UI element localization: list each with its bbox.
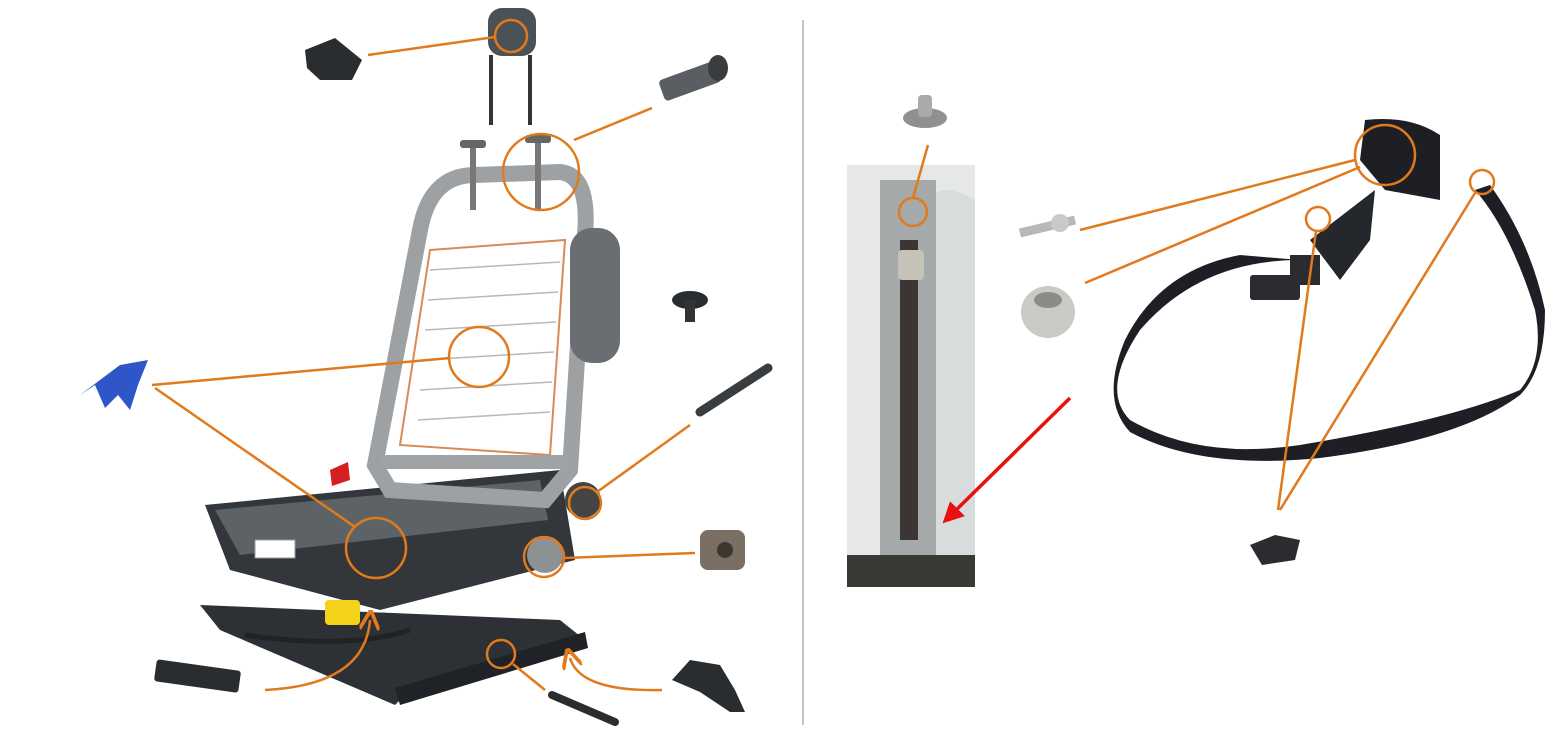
callouts-seat: [151, 18, 696, 692]
part-bracket: [672, 660, 745, 712]
part-headrest-guide: [659, 55, 728, 101]
part-sprocket: [1021, 286, 1075, 338]
seat-frame: [200, 135, 620, 705]
seatbelt-assembly: [1113, 119, 1545, 461]
part-pretensioner-bolt: [1018, 214, 1077, 238]
callouts-seatbelt: [897, 123, 1496, 511]
part-headrest-clip: [305, 38, 362, 80]
part-belt-guide-clip: [1250, 535, 1300, 565]
part-connector: [154, 659, 241, 693]
part-threaded-bolt: [695, 363, 773, 417]
part-push-pin: [672, 291, 708, 322]
part-belt-anchor-bolt: [903, 95, 947, 128]
headrest: [488, 8, 536, 125]
pointer-arrow: [942, 396, 1072, 524]
part-gear-hub: [700, 530, 745, 570]
b-pillar-photo: [847, 165, 975, 587]
part-blue-clip: [80, 360, 148, 410]
part-screw: [548, 691, 619, 726]
